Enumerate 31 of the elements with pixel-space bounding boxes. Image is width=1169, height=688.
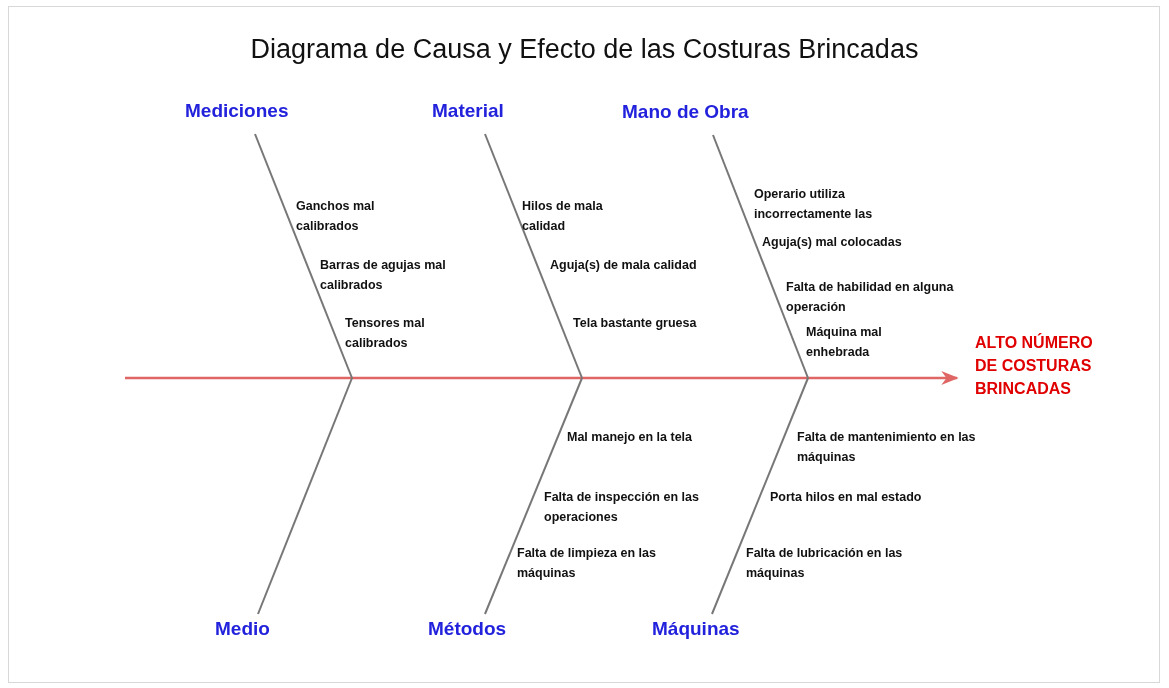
cause-label: Falta de lubricación en las máquinas <box>746 545 904 582</box>
cause-label: Aguja(s) mal colocadas <box>762 234 903 251</box>
cause-label: Falta de mantenimiento en las máquinas <box>797 429 977 466</box>
cause-label: Aguja(s) de mala calidad <box>550 257 698 274</box>
cause-label: Operario utiliza incorrectamente las <box>754 186 874 223</box>
cause-label: Ganchos mal calibrados <box>296 198 376 235</box>
bone-line <box>257 377 353 615</box>
cause-label: Mal manejo en la tela <box>567 429 694 446</box>
category-label: Máquinas <box>652 618 740 640</box>
cause-label: Falta de inspección en las operaciones <box>544 489 700 526</box>
effect-label: ALTO NÚMERO DE COSTURAS BRINCADAS <box>975 331 1095 400</box>
cause-label: Barras de agujas mal calibrados <box>320 257 447 294</box>
cause-label: Falta de habilidad en alguna operación <box>786 279 955 316</box>
cause-label: Falta de limpieza en las máquinas <box>517 545 657 582</box>
cause-label: Porta hilos en mal estado <box>770 489 923 506</box>
cause-label: Tela bastante gruesa <box>573 315 698 332</box>
category-label: Material <box>432 100 504 122</box>
diagram-title: Diagrama de Causa y Efecto de las Costuras Brincadas <box>249 34 920 65</box>
category-label: Medio <box>215 618 270 640</box>
cause-label: Tensores mal calibrados <box>345 315 426 352</box>
cause-label: Hilos de mala calidad <box>522 198 604 235</box>
bone-line <box>484 377 583 615</box>
bone-line <box>484 133 583 379</box>
spine-arrow <box>125 371 959 385</box>
category-label: Mano de Obra <box>622 101 749 123</box>
bone-line <box>712 134 809 379</box>
bone-line <box>711 377 809 615</box>
bone-line <box>254 133 353 379</box>
category-label: Mediciones <box>185 100 289 122</box>
category-label: Métodos <box>428 618 507 640</box>
cause-label: Máquina mal enhebrada <box>806 324 883 361</box>
